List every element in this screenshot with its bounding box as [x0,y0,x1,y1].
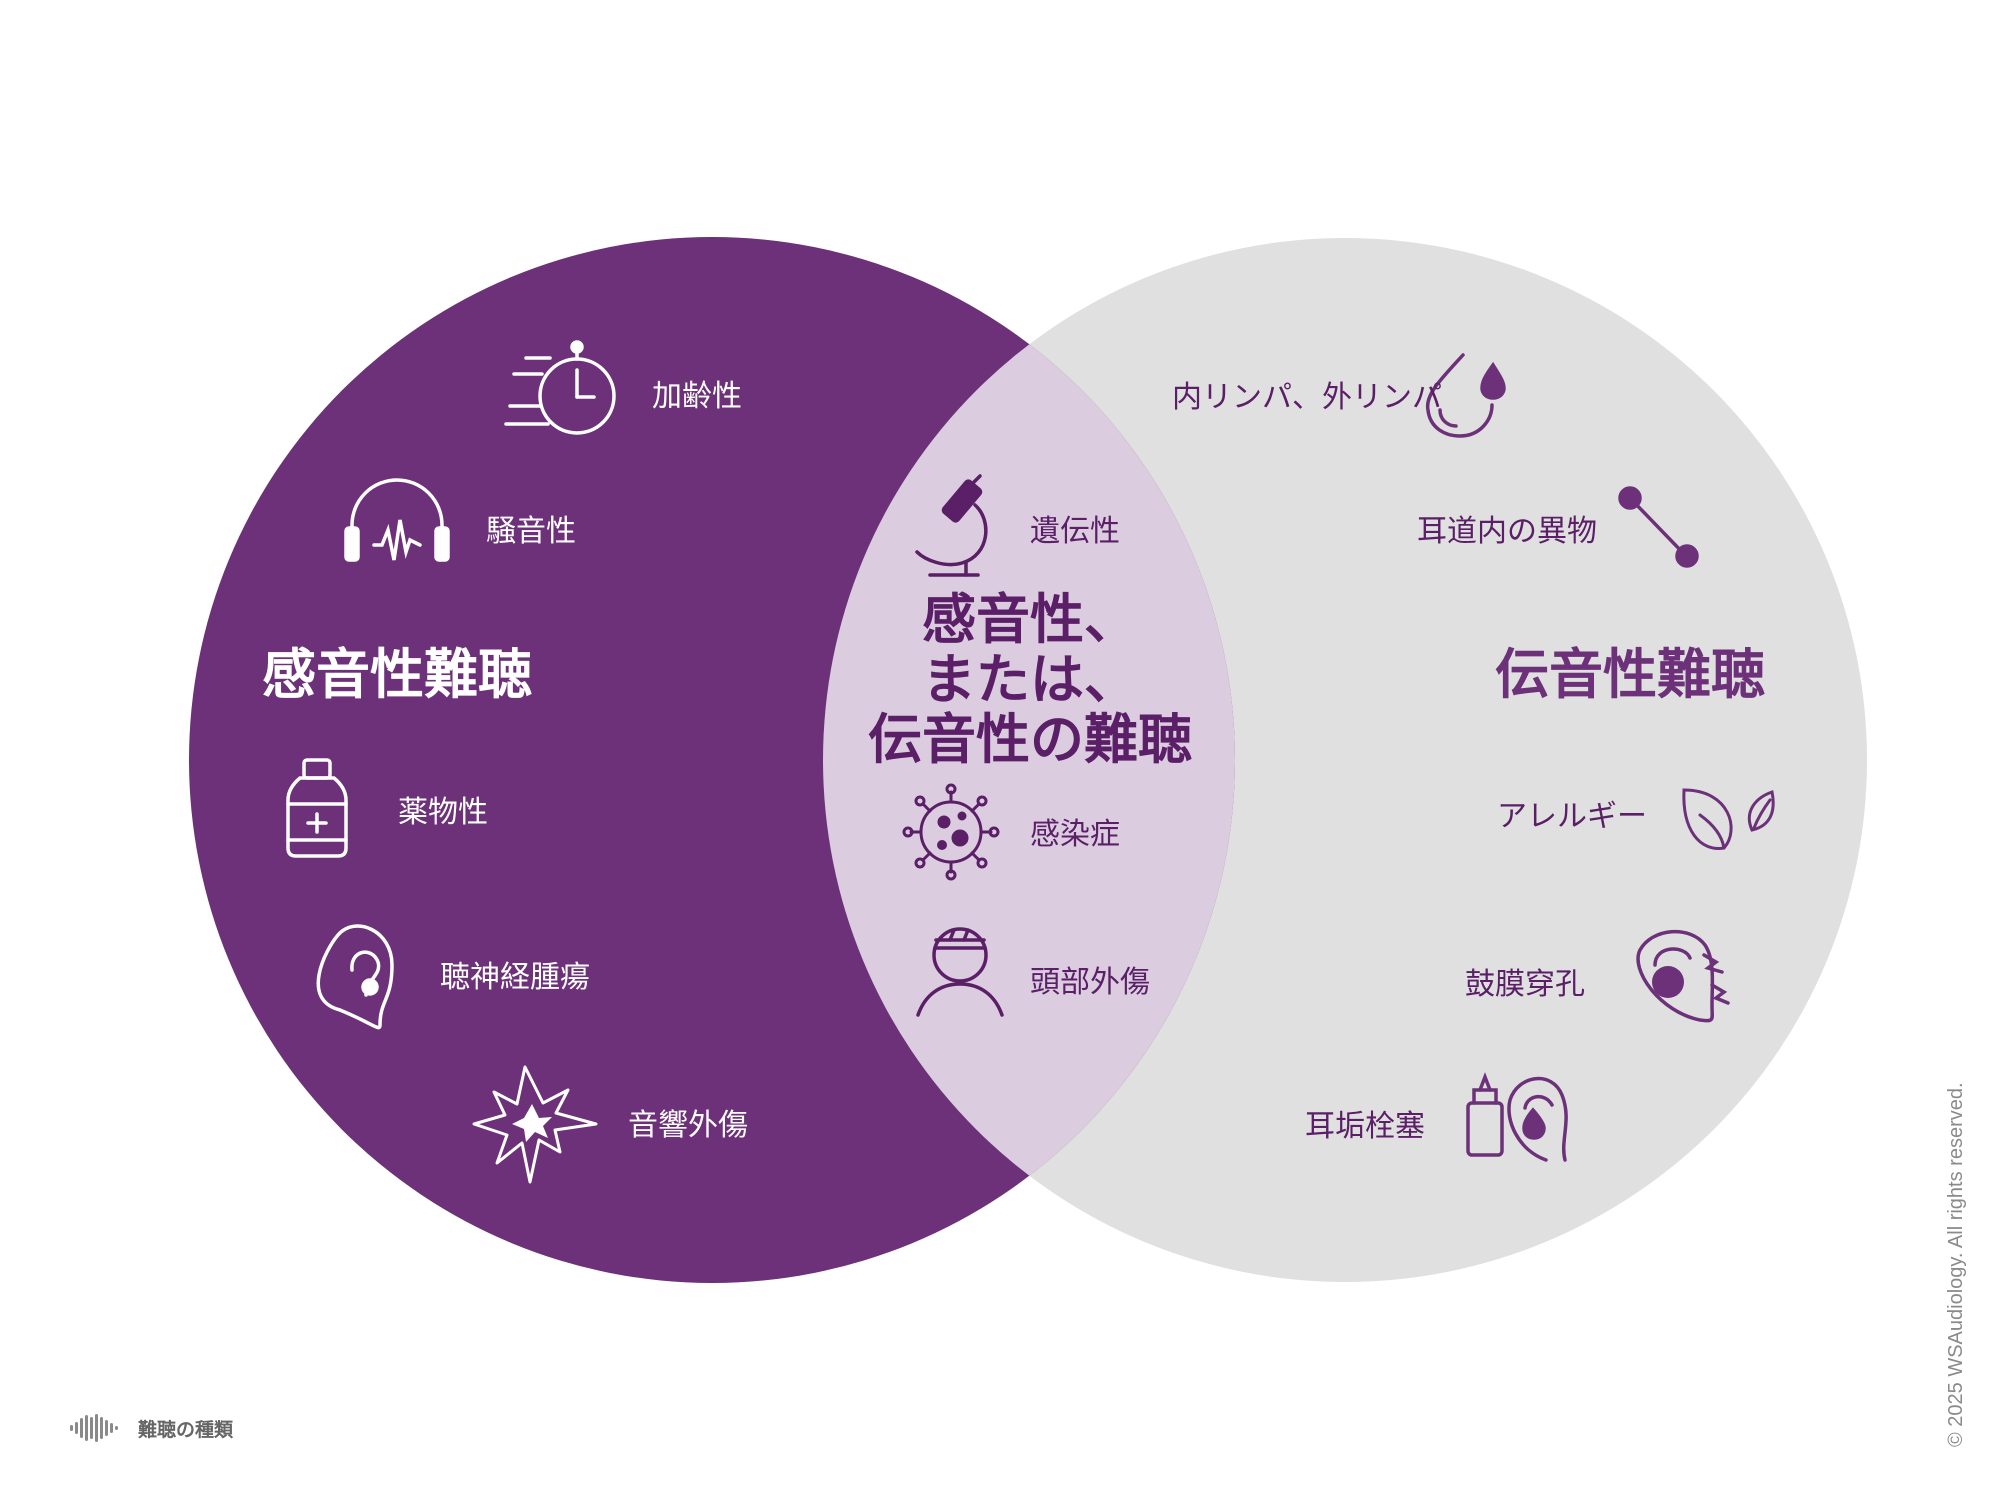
label-allergy: アレルギー [1497,799,1647,834]
footer: 難聴の種類 [70,1414,233,1442]
label-foreign-body: 耳道内の異物 [1417,514,1597,549]
microscope-icon [915,474,988,577]
label-aging: 加齢性 [652,379,742,414]
clock-speed-icon [504,340,616,435]
overlap-heading: 感音性、 または、 伝音性の難聴 [868,588,1192,771]
connector-icon [1618,486,1699,568]
ear-icon [316,924,394,1030]
label-genetic: 遺伝性 [1030,514,1120,549]
label-endolymph: 内リンパ、外リンパ [1172,380,1442,415]
footer-title: 難聴の種類 [138,1418,234,1441]
leaves-icon [1682,788,1775,850]
label-noise: 騒音性 [486,514,576,549]
ear-damage-icon [1636,930,1730,1023]
label-acoustic-trauma: 音響外傷 [628,1108,748,1143]
label-earwax: 耳垢栓塞 [1305,1109,1425,1144]
headphones-icon [344,478,450,562]
copyright-notice: © 2025 WSAudiology. All rights reserved. [1945,1082,1967,1447]
explosion-icon [472,1065,598,1184]
water-drop-icon [1425,353,1506,438]
label-acoustic-neuroma: 聴神経腫瘍 [440,960,590,995]
ear-drops-icon [1466,1072,1568,1162]
virus-icon [902,783,1000,881]
label-infection: 感染症 [1030,817,1120,852]
sensorineural-heading: 感音性難聴 [262,643,532,706]
sound-wave-logo-icon [70,1414,118,1442]
label-head-trauma: 頭部外傷 [1030,965,1150,1000]
head-injury-icon [916,927,1004,1017]
medicine-bottle-icon [286,758,348,858]
conductive-heading: 伝音性難聴 [1495,643,1765,706]
label-eardrum-perforation: 鼓膜穿孔 [1465,967,1585,1002]
overlap-region [823,238,1235,1282]
label-drug: 薬物性 [398,795,488,830]
